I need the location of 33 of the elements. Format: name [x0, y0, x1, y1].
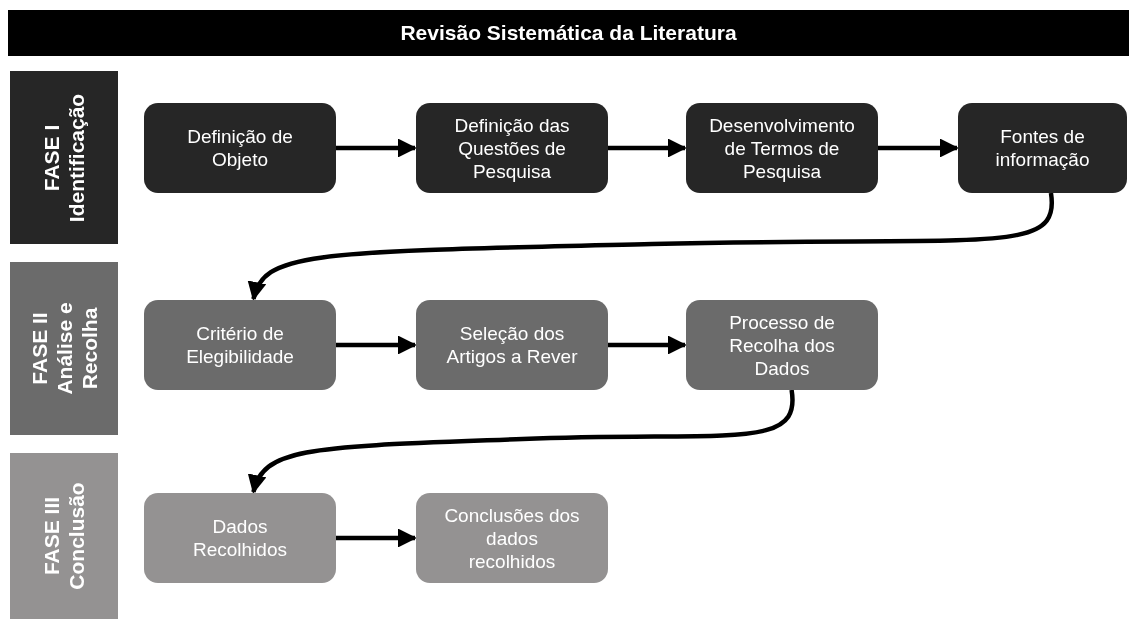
- step-label: Definição de Objeto: [186, 125, 294, 171]
- phase-band: [10, 453, 118, 619]
- phase-band: [10, 262, 118, 435]
- phase-band: [10, 71, 118, 244]
- process-box: [686, 103, 878, 193]
- process-box: [144, 300, 336, 390]
- arrow: [249, 389, 795, 494]
- step-label: Fontes de informação: [994, 125, 1091, 171]
- process-box: [144, 493, 336, 583]
- arrow: [336, 528, 417, 548]
- step-label: Critério de Elegibilidade: [185, 322, 295, 368]
- arrow: [336, 335, 417, 355]
- step-label: Seleção dos Artigos a Rever: [445, 322, 579, 368]
- process-box: [416, 103, 608, 193]
- process-box: [144, 103, 336, 193]
- step-label: Definição das Questões de Pesquisa: [453, 113, 571, 183]
- arrow: [878, 138, 959, 158]
- step-label: Conclusões dos dados recolhidos: [443, 503, 581, 573]
- process-box: [686, 300, 878, 390]
- step-label: Dados Recolhidos: [192, 515, 288, 561]
- phase-label: FASE I Identificação: [39, 93, 89, 222]
- process-box: [958, 103, 1127, 193]
- arrow: [336, 138, 417, 158]
- arrow: [249, 192, 1054, 301]
- process-box: [416, 493, 608, 583]
- process-box: [416, 300, 608, 390]
- phase-label: FASE II Análise e Recolha: [26, 301, 102, 397]
- diagram-title: Revisão Sistemática da Literatura: [400, 21, 737, 45]
- phase-label: FASE III Conclusão: [39, 482, 89, 590]
- arrow: [608, 138, 687, 158]
- step-label: Desenvolvimento de Termos de Pesquisa: [709, 113, 855, 183]
- step-label: Processo de Recolha dos Dados: [728, 310, 836, 380]
- arrow: [608, 335, 687, 355]
